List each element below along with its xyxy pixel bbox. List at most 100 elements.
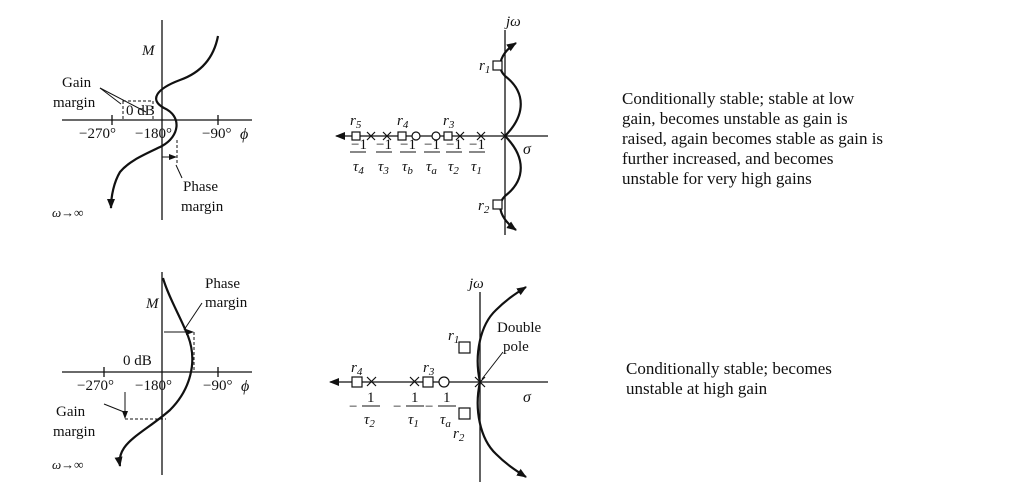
phase-margin-label-2: margin [181, 199, 224, 215]
tau-denominator: τ2 [364, 412, 375, 430]
root-locus-labels-2: jω σ Double pole r4 r3 r1 r2 − − − 1 1 1… [349, 276, 542, 444]
tau-denominator: τ4 [353, 159, 364, 177]
closed-loop-pole-marker-r1 [458, 341, 471, 354]
gain-margin-leader-b [99, 87, 147, 113]
double-pole-leader [481, 351, 504, 380]
description-line: Conditionally stable; stable at low [622, 89, 855, 108]
phase-margin-label: Phase [183, 179, 218, 195]
phi-label: ϕ [241, 378, 249, 395]
r-label: r1 [479, 58, 490, 76]
closed-loop-pole-marker [351, 131, 361, 141]
closed-loop-pole-marker [351, 376, 363, 388]
sigma-axis-label: σ [523, 141, 532, 158]
open-loop-pole-marker [455, 131, 465, 141]
phase-margin-label: Phase [205, 276, 240, 292]
minus-sign: − [425, 399, 433, 415]
open-loop-pole-marker [500, 131, 510, 141]
tau-numerator: −1 [376, 137, 392, 153]
phi-label: ϕ [240, 126, 248, 143]
gain-margin-leader [103, 403, 125, 413]
nichols-labels-1: M Gain margin 0 dB −270° −180° −90° ϕ Ph… [52, 43, 248, 220]
open-loop-pole-marker [366, 131, 376, 141]
tau-denominator: τ3 [378, 159, 389, 177]
root-locus-branch-upper [499, 42, 522, 137]
nichols-curve [114, 277, 194, 467]
double-pole-label: Double [497, 320, 542, 336]
phase-tick-label: −270° [77, 378, 114, 394]
sigma-axis-label: σ [523, 389, 532, 406]
root-locus-branch-lower [499, 135, 522, 231]
open-loop-pole-marker [382, 131, 392, 141]
gain-margin-label-2: margin [53, 424, 96, 440]
phase-tick-label: −180° [135, 126, 172, 142]
nichols-plot-2 [62, 272, 252, 475]
description-line: gain, becomes unstable as gain is [622, 109, 848, 128]
root-locus-branch-lower [476, 381, 527, 478]
closed-loop-pole-marker [422, 376, 434, 388]
phase-tick-label: −90° [203, 378, 232, 394]
description-line: unstable for very high gains [622, 169, 812, 188]
tau-numerator: 1 [411, 390, 419, 406]
gain-margin-label: Gain [62, 75, 92, 91]
tau-numerator: −1 [469, 137, 485, 153]
tau-numerator: −1 [424, 137, 440, 153]
open-loop-zero-marker [411, 131, 421, 141]
open-loop-zero-marker [431, 131, 441, 141]
description-line: raised, again becomes stable as gain is [622, 129, 884, 148]
omega-inf-label: ω→∞ [52, 457, 83, 472]
r-label: r1 [448, 328, 459, 346]
phase-margin-label-2: margin [205, 295, 248, 311]
gain-margin-leader-a [99, 87, 122, 105]
tau-denominator: τb [402, 159, 413, 177]
m-axis-label: M [145, 296, 160, 312]
minus-sign: − [349, 399, 357, 415]
r-label: r3 [423, 360, 435, 378]
phase-margin-leader [183, 302, 203, 331]
root-locus-branch-upper [476, 286, 527, 383]
open-loop-pole-marker [366, 376, 377, 387]
closed-loop-pole-marker-r2 [458, 407, 471, 420]
description-line: unstable at high gain [626, 379, 768, 398]
open-loop-pole-marker [409, 376, 420, 387]
r-label: r2 [478, 198, 490, 216]
gain-margin-label-2: margin [53, 95, 96, 111]
root-locus-labels-1: jω σ r5 r4 r3 r1 r2 −1 −1 −1 −1 −1 −1 τ4… [350, 14, 532, 216]
description-line: Conditionally stable; becomes [626, 359, 832, 378]
root-locus-markers-2 [351, 341, 486, 420]
omega-inf-label: ω→∞ [52, 205, 83, 220]
double-pole-label-2: pole [503, 339, 529, 355]
closed-loop-pole-marker-r2 [492, 199, 503, 210]
tau-denominator: τ2 [448, 159, 459, 177]
phase-tick-label: −180° [135, 378, 172, 394]
gain-margin-box [122, 100, 154, 121]
gain-margin-label: Gain [56, 404, 86, 420]
zero-db-label: 0 dB [123, 353, 152, 369]
tau-denominator: τa [440, 412, 451, 430]
closed-loop-pole-marker-r1 [492, 60, 503, 71]
phase-tick-label: −90° [202, 126, 231, 142]
closed-loop-pole-marker [397, 131, 407, 141]
tau-denominator: τ1 [471, 159, 482, 177]
nichols-labels-2: M Phase margin 0 dB −270° −180° −90° ϕ G… [52, 276, 249, 472]
r-label: r4 [351, 360, 363, 378]
stability-description-1: Conditionally stable; stable at low gain… [622, 89, 932, 189]
nichols-curve [107, 35, 220, 209]
r-label: r4 [397, 113, 409, 131]
double-pole-marker [474, 376, 486, 388]
open-loop-zero-marker [438, 376, 450, 388]
tau-numerator: −1 [351, 137, 367, 153]
root-locus-markers-1 [351, 60, 510, 210]
phase-margin-leader [175, 164, 183, 179]
r-label: r3 [443, 113, 455, 131]
tau-numerator: −1 [400, 137, 416, 153]
open-loop-pole-marker [476, 131, 486, 141]
description-line: further increased, and becomes [622, 149, 834, 168]
phase-tick-label: −270° [79, 126, 116, 142]
tau-denominator: τa [426, 159, 437, 177]
r-label: r5 [350, 113, 362, 131]
minus-sign: − [393, 399, 401, 415]
tau-numerator: 1 [367, 390, 375, 406]
nichols-plot-1 [62, 20, 252, 220]
tau-denominator: τ1 [408, 412, 419, 430]
